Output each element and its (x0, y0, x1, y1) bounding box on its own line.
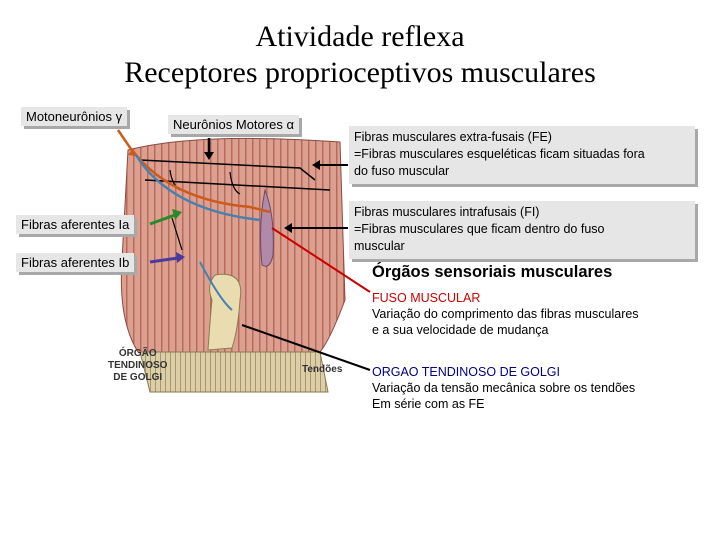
ib-upper-arrow (171, 217, 183, 251)
golgi-tendon-organ (207, 273, 242, 351)
figure-tendons-label: Tendões (302, 364, 343, 375)
label-gamma-motoneurons: Motoneurônios γ (21, 107, 128, 126)
figure-golgi-line3: DE GOLGI (113, 372, 163, 383)
figure-golgi-line1: ÓRGÃO (118, 348, 157, 359)
intrafusal-fibers-box: Fibras musculares intrafusais (FI) =Fibr… (349, 201, 695, 259)
muscle-belly (120, 137, 346, 353)
fuso-line2: e a sua velocidade de mudança (372, 323, 549, 337)
golgi-title: ORGAO TENDINOSO DE GOLGI (372, 365, 560, 379)
golgi-arrow (241, 324, 371, 371)
fi-title: Fibras musculares intrafusais (FI) (354, 205, 540, 219)
fuso-title: FUSO MUSCULAR (372, 291, 481, 305)
fe-line1: =Fibras musculares esqueléticas ficam si… (354, 147, 645, 161)
gamma-arrow (116, 129, 135, 153)
golgi-line1: Variação da tensão mecânica sobre os ten… (372, 381, 636, 395)
fi-line2: muscular (354, 239, 405, 253)
label-alpha-motoneurons: Neurônios Motores α (168, 115, 299, 134)
fuso-arrow (271, 227, 371, 293)
ib-arrow (149, 256, 179, 264)
label-ia-afferent: Fibras aferentes Ia (16, 215, 135, 234)
fe-title: Fibras musculares extra-fusais (FE) (354, 130, 552, 144)
fi-line1: =Fibras musculares que ficam dentro do f… (354, 222, 605, 236)
muscle-spindle (260, 188, 274, 267)
title-line-2: Receptores proprioceptivos musculares (124, 56, 596, 89)
section-heading: Órgãos sensoriais musculares (372, 263, 613, 281)
figure-golgi-line2: TENDINOSO (108, 360, 168, 371)
title-line-1: Atividade reflexa (255, 20, 465, 53)
extrafusal-fibers-box: Fibras musculares extra-fusais (FE) =Fib… (349, 126, 695, 184)
figure-golgi-label: ÓRGÃO TENDINOSO DE GOLGI (108, 348, 167, 384)
golgi-line2: Em série com as FE (372, 397, 485, 411)
tendon-fibers (139, 351, 329, 393)
ia-arrow (149, 213, 176, 226)
label-ib-afferent: Fibras aferentes Ib (16, 253, 135, 272)
fe-line2: do fuso muscular (354, 164, 450, 178)
fuso-line1: Variação do comprimento das fibras muscu… (372, 307, 639, 321)
